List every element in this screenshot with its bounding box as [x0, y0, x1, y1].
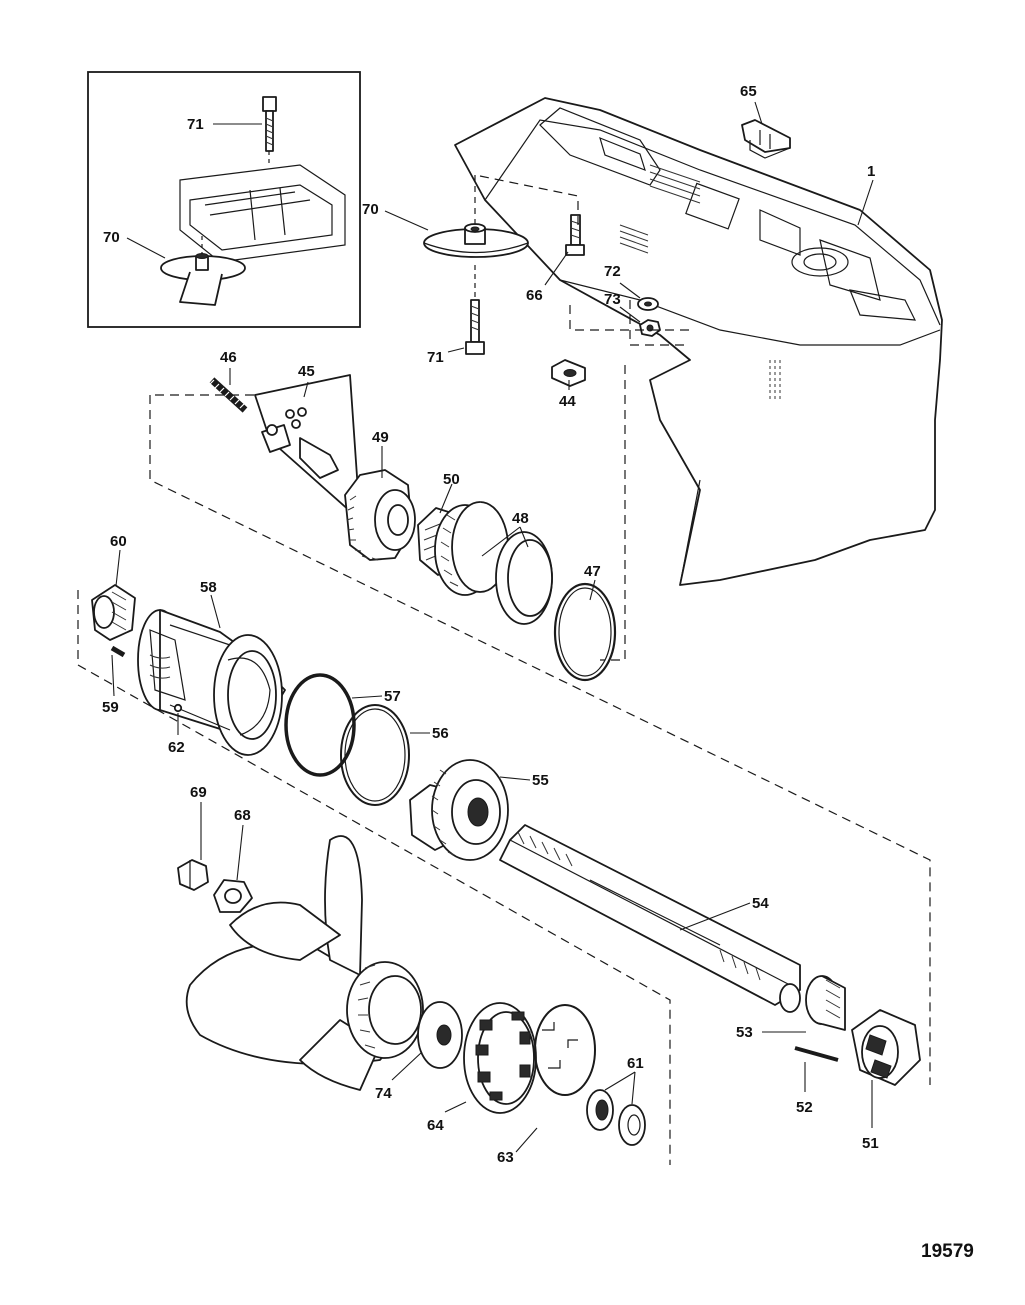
callout-55: 55	[532, 772, 549, 789]
spring-46	[209, 377, 248, 413]
seals-61	[586, 1089, 646, 1146]
callout-52: 52	[796, 1099, 813, 1116]
callout-59: 59	[102, 699, 119, 716]
callout-47: 47	[584, 563, 601, 580]
callout-63: 63	[497, 1149, 514, 1166]
washer-74	[417, 1001, 463, 1069]
callout-68: 68	[234, 807, 251, 824]
callout-66: 66	[526, 287, 543, 304]
callout-70: 70	[103, 229, 120, 246]
inset-anode	[160, 236, 246, 306]
anode-44	[551, 359, 586, 387]
callout-57: 57	[384, 688, 401, 705]
callout-71: 71	[187, 116, 204, 133]
callout-62: 62	[168, 739, 185, 756]
screw-59	[110, 645, 126, 658]
tab-washer-68	[213, 879, 253, 913]
pinion-gear-49	[344, 469, 416, 561]
anode-65	[741, 119, 791, 159]
callout-69: 69	[190, 784, 207, 801]
sleeve-53	[805, 975, 846, 1031]
figure-number: 19579	[921, 1241, 974, 1262]
callout-71: 71	[427, 349, 444, 366]
anode-70	[423, 175, 529, 258]
callout-58: 58	[200, 579, 217, 596]
forward-gear-55	[409, 759, 509, 861]
nut-69	[177, 859, 209, 891]
propeller	[185, 835, 424, 1091]
callout-46: 46	[220, 349, 237, 366]
callout-44: 44	[559, 393, 576, 410]
tab-washer-63	[534, 1004, 597, 1096]
callout-56: 56	[432, 725, 449, 742]
bearing-48	[434, 501, 553, 625]
clutch-51	[851, 1009, 921, 1086]
callout-49: 49	[372, 429, 389, 446]
callout-45: 45	[298, 363, 315, 380]
leader-lines	[111, 101, 874, 1153]
inset-cavity	[179, 164, 346, 263]
ball-62	[173, 703, 183, 713]
inset-detail	[87, 71, 361, 328]
callout-73: 73	[604, 291, 621, 308]
callout-1: 1	[867, 163, 875, 180]
carrier-58	[137, 609, 286, 756]
callout-70: 70	[362, 201, 379, 218]
callout-74: 74	[375, 1085, 392, 1102]
inset-bolt	[262, 96, 277, 165]
callout-53: 53	[736, 1024, 753, 1041]
pin-52	[794, 1046, 839, 1062]
bolt-66	[565, 214, 585, 256]
callout-54: 54	[752, 895, 769, 912]
callout-61: 61	[627, 1055, 644, 1072]
callout-72: 72	[604, 263, 621, 280]
retainer-64	[463, 1002, 537, 1114]
callout-48: 48	[512, 510, 529, 527]
shim-47	[553, 582, 617, 682]
callout-50: 50	[443, 471, 460, 488]
kit-45	[254, 374, 361, 521]
shim-56	[340, 704, 410, 806]
callout-labels: 1 65 71 70 70 66 72 73 71 44 46 45 49 50…	[102, 83, 879, 1166]
oring-57	[284, 673, 356, 777]
callout-65: 65	[740, 83, 757, 100]
callout-51: 51	[862, 1135, 879, 1152]
callout-64: 64	[427, 1117, 444, 1134]
bolt-71	[465, 265, 485, 355]
nut-73	[639, 319, 661, 337]
washer-72	[637, 297, 659, 311]
bearing-60	[91, 584, 136, 641]
prop-shaft-54	[499, 824, 801, 1013]
callout-60: 60	[110, 533, 127, 550]
